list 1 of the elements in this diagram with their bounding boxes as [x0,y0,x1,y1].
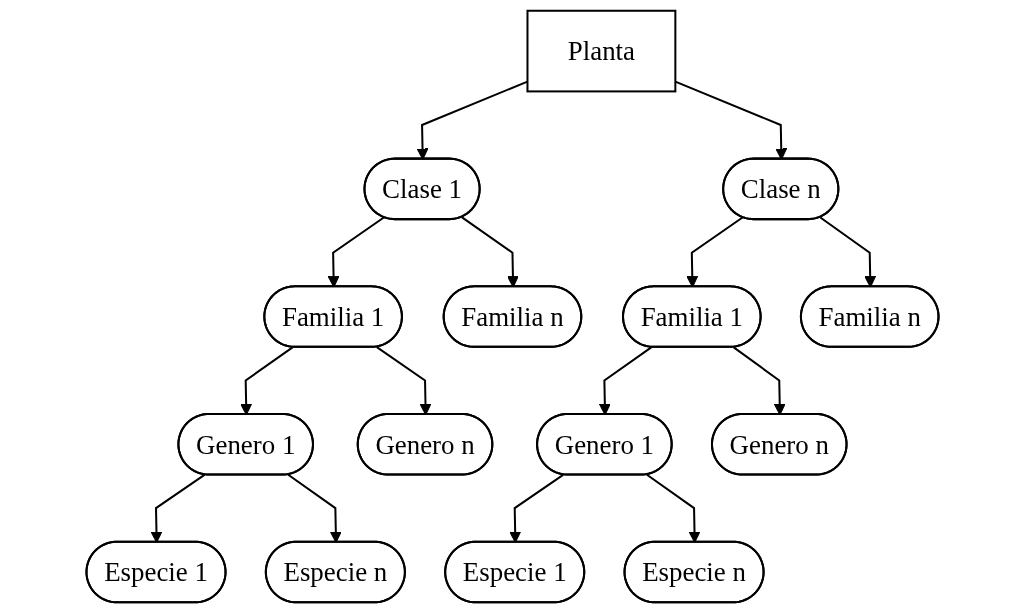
node-box: Planta [526,9,677,93]
